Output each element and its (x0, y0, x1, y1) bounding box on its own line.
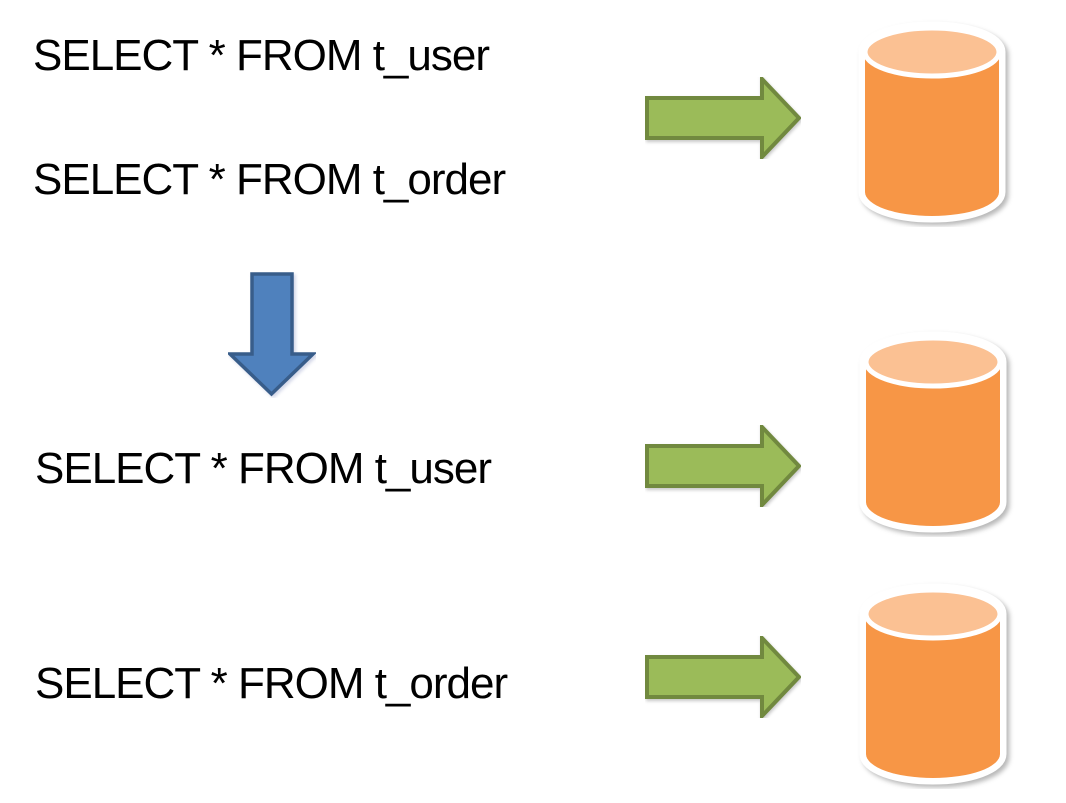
database-top (862, 25, 1002, 79)
sql-query-after-t-order: SELECT * FROM t_order (35, 659, 508, 708)
right-arrow-shape (645, 77, 801, 159)
database-top (863, 587, 1003, 641)
database-cylinder-icon (859, 331, 1007, 533)
sql-query-before-t-user: SELECT * FROM t_user (33, 31, 490, 80)
right-arrow-icon (645, 425, 801, 507)
database-cylinder-icon (858, 21, 1006, 223)
database-body (866, 362, 1000, 526)
right-arrow-icon (645, 636, 801, 718)
right-arrow-icon (645, 77, 801, 159)
right-arrow-shape (645, 636, 801, 718)
right-arrow-shape (645, 425, 801, 507)
database-body (865, 52, 999, 216)
sql-query-after-t-user: SELECT * FROM t_user (35, 444, 492, 493)
down-arrow-icon (228, 272, 316, 397)
sql-query-before-t-order: SELECT * FROM t_order (33, 155, 506, 204)
database-body (866, 614, 1000, 778)
down-arrow-shape (228, 272, 316, 397)
database-top (863, 335, 1003, 389)
database-cylinder-icon (859, 583, 1007, 785)
